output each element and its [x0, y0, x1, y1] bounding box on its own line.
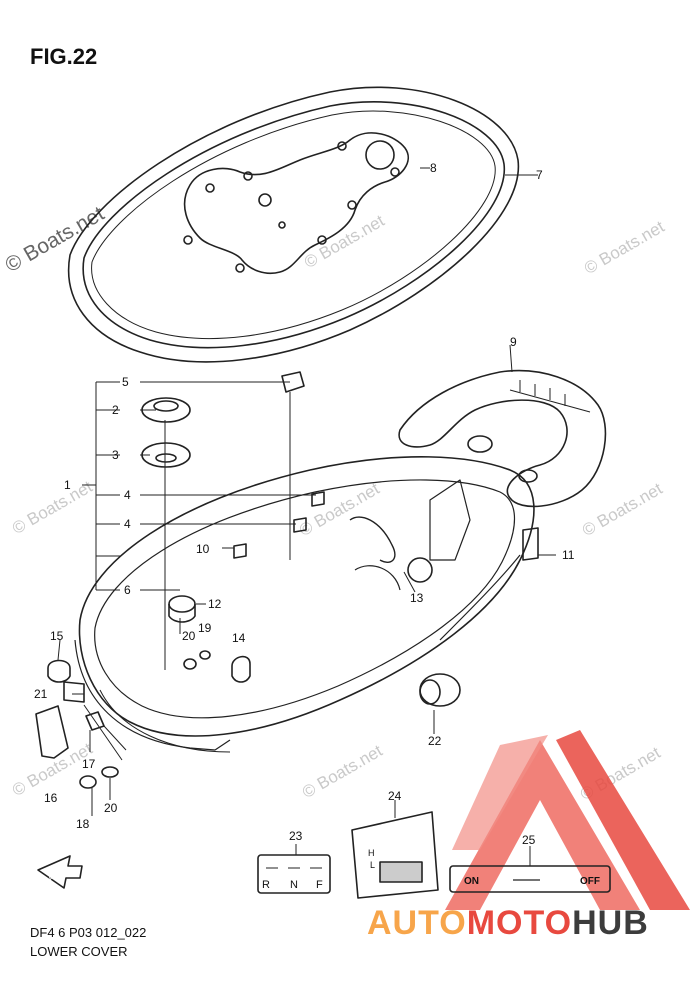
brand-logo: AUTOMOTOHUB	[367, 904, 649, 943]
callout: 8	[430, 161, 437, 175]
fwd-label: FWD	[48, 871, 65, 883]
callout: 4	[124, 517, 131, 531]
callout: 20	[104, 801, 118, 815]
switch-off-label: OFF	[580, 876, 600, 887]
lower-cover-tub	[78, 456, 535, 737]
callout: 4	[124, 488, 131, 502]
fwd-arrow	[37, 855, 83, 889]
brand-part-hub: HUB	[572, 904, 649, 942]
callout: 9	[510, 335, 517, 349]
plug-5	[281, 371, 305, 393]
gear-decal	[257, 854, 331, 894]
callout: 13	[410, 591, 424, 605]
oil-decal	[351, 811, 439, 899]
figure-caption: LOWER COVER	[30, 944, 128, 959]
callout: 10	[196, 542, 210, 556]
callout: 14	[232, 631, 246, 645]
callout: 25	[522, 833, 536, 847]
callout: 21	[34, 687, 48, 701]
brand-triangle-logo	[445, 730, 690, 910]
callout: 19	[198, 621, 212, 635]
handle	[398, 369, 607, 508]
seal-ring	[67, 86, 520, 363]
callout-numbers: 7 8 9 5 2 3 1 4 4 10 11 6 12 13 14 15 19…	[34, 161, 600, 891]
callout: 5	[122, 375, 129, 389]
gear-letter: N	[290, 879, 298, 891]
callout: 22	[428, 734, 442, 748]
brand-part-moto: MOTO	[466, 904, 573, 942]
callout: 17	[82, 757, 96, 771]
plate-gasket	[183, 132, 409, 275]
switch-on-label: ON	[464, 876, 479, 887]
gear-letter: R	[262, 879, 270, 891]
callout: 7	[536, 168, 543, 182]
callout: 15	[50, 629, 64, 643]
leader-lines	[57, 167, 556, 866]
callout: 20	[182, 629, 196, 643]
gear-letter: F	[316, 879, 323, 891]
callout: 18	[76, 817, 90, 831]
callout: 1	[64, 478, 71, 492]
callout: 24	[388, 789, 402, 803]
callout: 2	[112, 403, 119, 417]
callout: 23	[289, 829, 303, 843]
gauge-letter: L	[370, 860, 375, 870]
callout: 6	[124, 583, 131, 597]
brand-part-auto: AUTO	[367, 904, 467, 942]
callout: 12	[208, 597, 222, 611]
callout: 11	[562, 548, 575, 562]
figure-title: FIG.22	[30, 44, 98, 69]
figure-code: DF4 6 P03 012_022	[30, 925, 147, 940]
seal-ring-inner	[82, 101, 505, 349]
gauge-letter: H	[368, 848, 375, 858]
callout: 3	[112, 448, 119, 462]
callout: 16	[44, 791, 58, 805]
